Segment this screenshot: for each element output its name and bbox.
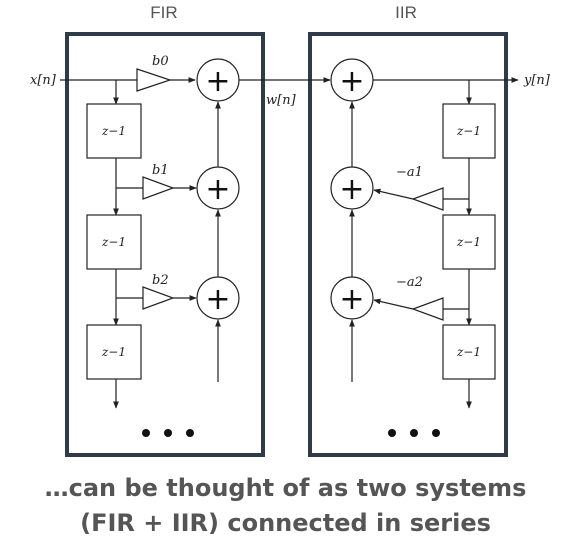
adder-plus: + [339,282,364,317]
delay-label: z−1 [456,124,481,138]
iir-ellipsis-dot [388,429,396,437]
caption-line-2: (FIR + IIR) connected in series [80,509,491,537]
fir-title: FIR [150,3,177,22]
delay-label: z−1 [456,345,481,359]
output-signal-label: y[n] [523,73,551,88]
fir-ellipsis-dot [186,429,194,437]
gain-b2-triangle [142,286,175,310]
gain-b2-label: b2 [152,273,169,288]
adder-plus: + [205,172,230,207]
adder-plus: + [339,172,364,207]
fir-ellipsis-dot [164,429,172,437]
block-diagram: FIR IIR [30,3,551,457]
delay-label: z−1 [101,124,126,138]
fir-ellipsis-dot [142,429,150,437]
gain-a2-triangle [411,297,444,321]
gain-b0-label: b0 [152,54,169,69]
caption-line-1: …can be thought of as two systems [44,474,527,502]
gain-b1-label: b1 [152,163,169,178]
delay-label: z−1 [456,235,481,249]
gain-a2-label: −a2 [396,275,423,290]
gain-b1-triangle [142,176,175,200]
gain-b0-triangle [136,68,172,92]
fir-delay-2 [86,214,142,270]
intermediate-signal-label: w[n] [266,93,297,108]
gain-a1-label: −a1 [396,165,423,180]
delay-label: z−1 [101,235,126,249]
gain-a1-triangle [411,187,444,211]
iir-ellipsis-dot [410,429,418,437]
delay-label: z−1 [101,345,126,359]
iir-delay-3 [442,324,496,380]
iir-delay-1 [442,103,496,159]
adder-plus: + [205,64,230,99]
iir-panel [308,32,508,457]
fir-delay-1 [86,103,142,159]
adder-plus: + [339,64,364,99]
input-signal-label: x[n] [30,73,57,88]
adder-plus: + [205,282,230,317]
fir-delay-3 [86,324,142,380]
iir-ellipsis-dot [432,429,440,437]
fir-panel [65,32,265,457]
iir-title: IIR [395,3,417,22]
iir-delay-2 [442,214,496,270]
